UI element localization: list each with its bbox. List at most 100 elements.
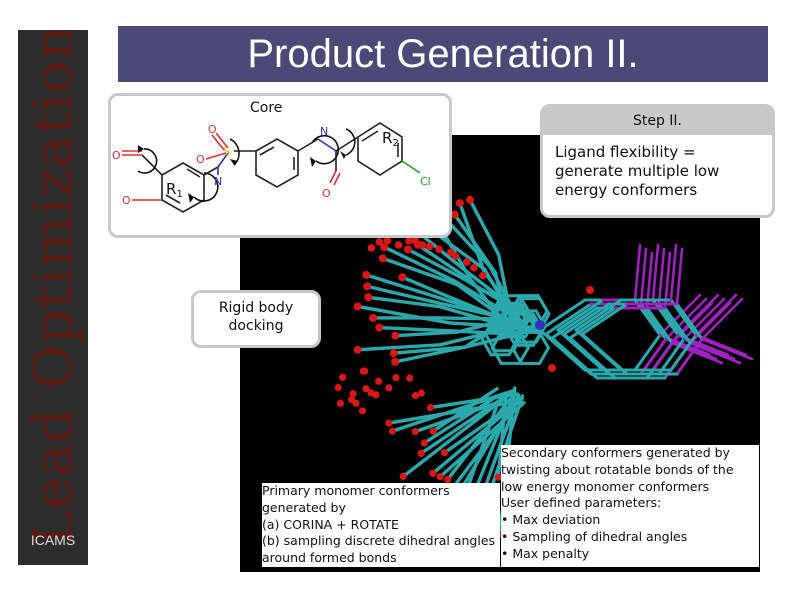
conformer-atom [378, 254, 387, 263]
conformer-atom [440, 449, 449, 457]
conformer-bond [675, 337, 704, 376]
conformer-bond [639, 302, 668, 341]
conformer-atom [398, 273, 407, 282]
conformer-bond [694, 293, 738, 337]
core-molecule-diagram: O O O O S N N O Cl R1 R2 [112, 122, 431, 213]
conformer-bond [639, 337, 668, 376]
secondary-line: • Sampling of dihedral angles [501, 528, 688, 544]
conformer-bond [537, 346, 550, 366]
page-title: Product Generation II. [247, 31, 639, 76]
conformer-atom [362, 385, 370, 393]
step-line: Ligand flexibility = [555, 143, 696, 161]
conformer-atom [391, 331, 400, 340]
conformer-bond [480, 337, 493, 357]
conformer-atom [425, 242, 434, 251]
conformer-atom [451, 252, 460, 260]
conformer-atom [426, 403, 435, 412]
conformer-atom [411, 237, 420, 245]
conformer-bond [676, 293, 720, 337]
conformer-bond [489, 302, 502, 321]
icams-logo: ICAMS [30, 532, 76, 548]
conformer-bond [633, 243, 642, 302]
conformer-atom [455, 199, 464, 208]
atom-o: O [208, 123, 217, 136]
conformer-atom [418, 241, 427, 249]
atom-o: O [122, 194, 131, 207]
conformer-atom [394, 241, 403, 249]
conformer-bond [445, 397, 512, 482]
conformer-atom [420, 439, 428, 447]
conformer-bond [490, 330, 503, 350]
conformer-atom [444, 475, 452, 484]
conformer-bond [517, 330, 530, 350]
conformer-bond [645, 306, 674, 345]
conformer-bond [468, 198, 501, 257]
conformer-atom [429, 427, 437, 435]
conformer-bond [400, 275, 457, 302]
conformer-bond [355, 304, 452, 325]
conformer-atom [375, 238, 384, 246]
secondary-line: low energy monomer conformers [501, 478, 710, 494]
conformer-bond [669, 298, 698, 337]
rigid-body-docking-callout: Rigid body docking [191, 290, 321, 348]
primary-line: (a) CORINA + ROTATE [262, 516, 399, 532]
step-description: Ligand flexibility = generate multiple l… [543, 135, 772, 200]
conformer-atom [399, 472, 407, 481]
conformer-bond [445, 219, 492, 268]
conformer-bond [580, 302, 629, 336]
conformer-bond [700, 297, 744, 341]
conformer-bond [657, 302, 686, 341]
atom-n: N [320, 125, 328, 138]
conformer-bond [580, 332, 629, 376]
atom-s: S [223, 145, 230, 158]
conformer-atom [465, 195, 474, 204]
conformer-bond [406, 247, 466, 281]
conformer-atom [450, 210, 459, 219]
conformer-atom [411, 391, 420, 400]
conformer-bond [490, 346, 503, 365]
conformer-atom [367, 244, 376, 252]
conformer-atom [336, 399, 345, 407]
conformer-atom [334, 383, 342, 392]
conformer-atom [372, 391, 380, 399]
step-ii-callout: Step II. Ligand flexibility = generate m… [540, 104, 775, 218]
secondary-conformers-text: Secondary conformers generated by twisti… [501, 445, 759, 567]
conformer-atom [403, 245, 412, 254]
conformer-atom [392, 373, 400, 382]
r2-label: R2 [382, 129, 399, 149]
conformer-bond [657, 247, 666, 306]
conformer-atom [417, 449, 425, 458]
conformer-bond [574, 298, 623, 332]
conformer-bond [517, 346, 530, 365]
conformer-atom [385, 419, 393, 427]
conformer-bond [377, 325, 458, 333]
conformer-atom [339, 373, 347, 381]
conformer-atom [375, 323, 384, 332]
conformer-bond [507, 324, 520, 344]
conformer-atom [362, 270, 371, 279]
conformer-atom [406, 374, 414, 382]
rigid-line: Rigid body [218, 300, 294, 316]
secondary-line: • Max deviation [501, 512, 601, 528]
conformer-atom [436, 473, 444, 481]
conformer-bond [393, 345, 466, 364]
conformer-bond [355, 343, 443, 352]
primary-line: Primary monomer conformers [262, 483, 450, 498]
conformer-bond [675, 302, 704, 341]
primary-conformers-text: Primary monomer conformers generated by … [262, 483, 500, 567]
conformer-bond [651, 298, 680, 337]
conformer-atom [363, 282, 372, 291]
step-line: energy conformers [555, 181, 698, 199]
conformer-bond [633, 298, 662, 337]
conformer-bond [669, 333, 698, 372]
conformer-atom [358, 407, 367, 415]
conformer-atom [470, 263, 478, 272]
conformer-bond [393, 330, 460, 338]
right-phenyl-ring [255, 138, 299, 188]
conformer-bond [651, 243, 660, 302]
conformer-bond [382, 245, 456, 283]
sidebar-title: Lead Optimization [21, 30, 85, 546]
conformer-bond [657, 337, 686, 376]
conformer-bond [651, 333, 680, 372]
conformer-atom [352, 399, 360, 407]
